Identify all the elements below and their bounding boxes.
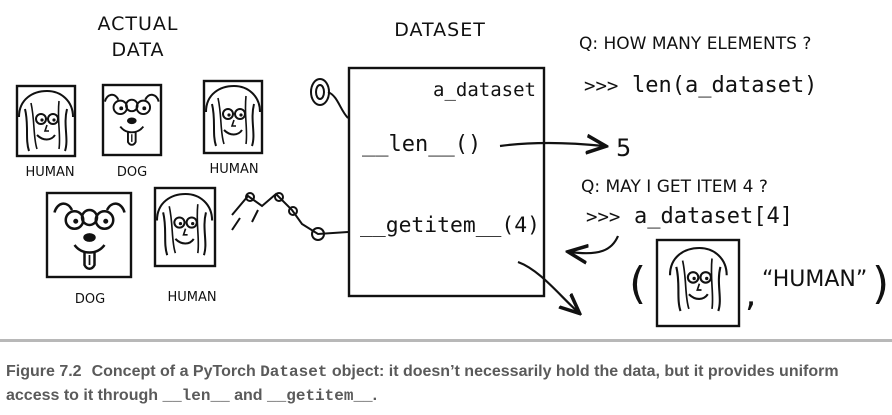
dataset-name: a_dataset xyxy=(433,79,536,101)
dog-face-icon xyxy=(103,93,160,146)
dataset-heading: DATASET xyxy=(394,19,486,41)
data-item-human-2: HUMAN xyxy=(202,79,264,177)
human-face-icon xyxy=(205,85,261,147)
caption-code-len: __len__ xyxy=(162,387,230,405)
dog-face-icon xyxy=(53,202,126,270)
getitem-method: __getitem__(4) xyxy=(360,213,540,237)
answer-1: 5 xyxy=(616,134,631,162)
plug-connector-icon xyxy=(231,192,349,241)
item-label: HUMAN xyxy=(209,162,258,177)
question-1: Q: HOW MANY ELEMENTS ? xyxy=(579,34,811,54)
code-2: a_dataset[4] xyxy=(634,204,793,229)
actual-data-heading-line1: ACTUAL xyxy=(97,13,178,35)
figure-caption: Figure 7.2 Concept of a PyTorch Dataset o… xyxy=(6,360,876,408)
result-close-paren: ) xyxy=(872,258,889,309)
figure-number: Figure 7.2 xyxy=(6,363,82,380)
actual-data-heading-line2: DATA xyxy=(112,39,165,61)
result-human-image xyxy=(655,238,741,328)
item-label: HUMAN xyxy=(25,165,74,180)
question-2: Q: MAY I GET ITEM 4 ? xyxy=(581,177,768,197)
diagram: ACTUAL DATA HUMAN DOG HUMAN DOG HUMAN xyxy=(15,13,889,328)
data-item-human-1: HUMAN xyxy=(15,84,77,180)
result-open-paren: ( xyxy=(629,258,646,309)
getitem-arrow xyxy=(517,260,578,312)
caption-text-3: and xyxy=(229,387,268,404)
caption-code-getitem: __getitem__ xyxy=(267,387,373,405)
human-face-icon xyxy=(668,246,728,313)
len-method: __len__() xyxy=(362,132,481,157)
caption-divider xyxy=(0,339,892,342)
data-item-dog-2: DOG xyxy=(45,191,133,307)
caption-text-1: Concept of a PyTorch xyxy=(91,363,261,380)
socket-icon xyxy=(310,78,349,119)
caption-code-dataset: Dataset xyxy=(260,363,328,381)
result-label: “HUMAN” xyxy=(762,267,867,292)
code-1-prompt: >>> xyxy=(584,75,618,97)
human-face-icon xyxy=(155,192,214,257)
item-label: DOG xyxy=(75,292,105,307)
dataset-box: a_dataset __len__() __getitem__(4) xyxy=(347,66,546,298)
data-item-dog-1: DOG xyxy=(101,83,163,180)
item-label: HUMAN xyxy=(167,290,216,305)
result-comma: , xyxy=(745,274,756,315)
caption-text-2: object: it doesn’t necessarily hold the … xyxy=(6,363,839,404)
caption-text-4: . xyxy=(372,387,378,404)
item-label: DOG xyxy=(117,165,147,180)
code-2-prompt: >>> xyxy=(586,206,620,228)
human-face-icon xyxy=(18,90,74,152)
len-arrow xyxy=(499,143,604,146)
code-1: len(a_dataset) xyxy=(632,73,817,98)
getitem-return-arrow xyxy=(570,235,620,253)
data-item-human-3: HUMAN xyxy=(153,186,217,305)
